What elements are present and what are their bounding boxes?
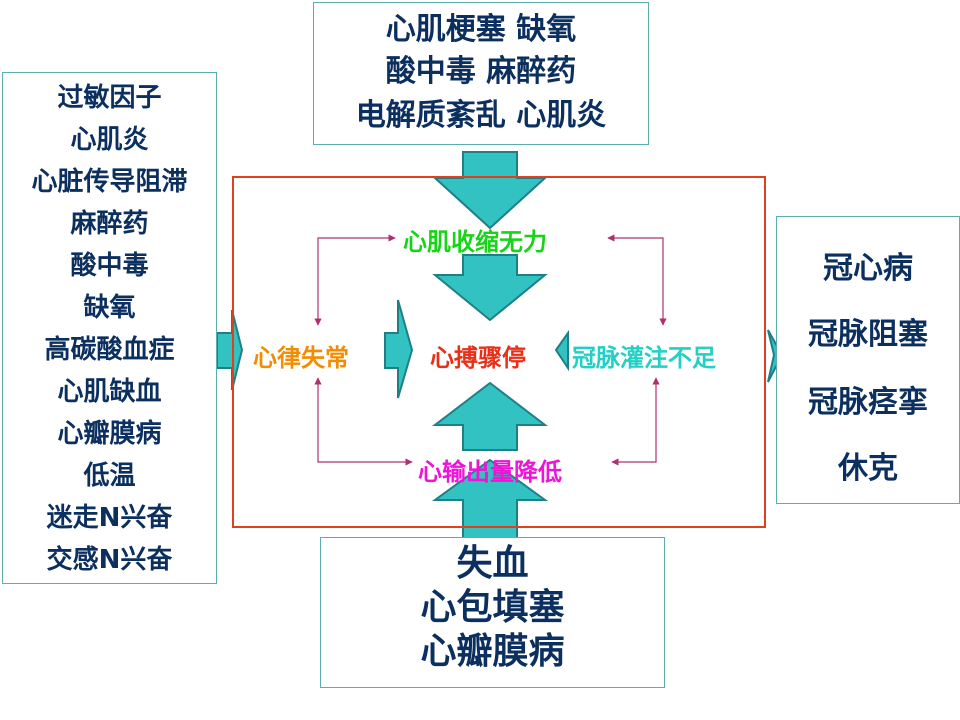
- left-cause-line: 麻醉药: [70, 209, 149, 239]
- left-cause-line: 心脏传导阻滞: [31, 167, 188, 197]
- left-cause-line: 心肌缺血: [57, 377, 162, 407]
- left-cause-line: 过敏因子: [57, 83, 162, 113]
- node-cardiac-arrest: 心搏骤停: [430, 344, 526, 372]
- bottom-cause-line: 心瓣膜病: [420, 631, 565, 672]
- right-causes-box: 冠心病 冠脉阻塞 冠脉痉挛 休克: [776, 216, 960, 504]
- link-bottom-left: [314, 377, 413, 466]
- node-coronary-perfusion: 冠脉灌注不足: [572, 344, 716, 372]
- left-cause-line: 低温: [83, 461, 136, 491]
- node-arrhythmia: 心律失常: [253, 344, 349, 372]
- link-top-left: [314, 234, 396, 326]
- left-causes-box: 过敏因子 心肌炎 心脏传导阻滞 麻醉药 酸中毒 缺氧 高碳酸血症 心肌缺血 心瓣…: [2, 72, 217, 584]
- left-cause-line: 迷走N兴奋: [46, 503, 173, 533]
- bottom-causes-box: 失血 心包填塞 心瓣膜病: [320, 537, 665, 688]
- arrow-left-inner: [384, 299, 414, 399]
- left-cause-line: 心瓣膜病: [57, 419, 162, 449]
- arrow-right-inner: [554, 329, 569, 372]
- top-cause-line: 电解质紊乱 心肌炎: [355, 98, 607, 133]
- arrow-top-outer: [432, 151, 548, 230]
- top-cause-line: 酸中毒 麻醉药: [385, 54, 577, 89]
- node-cardiac-output: 心输出量降低: [418, 458, 562, 486]
- top-cause-line: 心肌梗塞 缺氧: [385, 12, 577, 47]
- node-contractility: 心肌收缩无力: [403, 228, 547, 256]
- bottom-cause-line: 心包填塞: [420, 587, 565, 628]
- right-cause-line: 休克: [838, 451, 898, 486]
- left-cause-line: 缺氧: [83, 293, 136, 323]
- bottom-cause-line: 失血: [456, 543, 529, 584]
- left-cause-line: 心肌炎: [70, 125, 149, 155]
- arrow-top-inner: [432, 254, 548, 322]
- left-cause-line: 高碳酸血症: [44, 335, 175, 365]
- left-cause-line: 交感N兴奋: [46, 545, 173, 575]
- center-frame: [232, 176, 766, 528]
- right-cause-line: 冠脉阻塞: [808, 317, 928, 352]
- link-bottom-right: [611, 377, 660, 466]
- link-top-right: [607, 234, 667, 326]
- right-cause-line: 冠心病: [823, 251, 913, 286]
- arrow-bottom-inner: [432, 381, 548, 451]
- top-causes-box: 心肌梗塞 缺氧 酸中毒 麻醉药 电解质紊乱 心肌炎: [313, 2, 649, 145]
- left-cause-line: 酸中毒: [70, 251, 149, 281]
- right-cause-line: 冠脉痉挛: [808, 385, 928, 420]
